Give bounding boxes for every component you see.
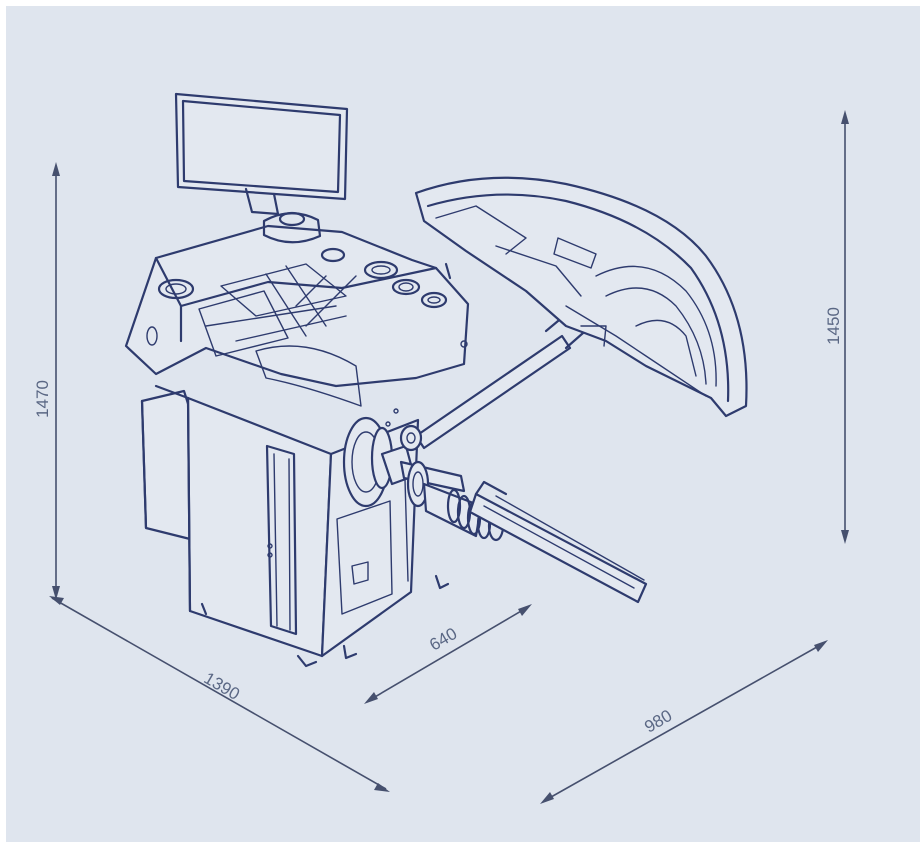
label-height-right: 1450 <box>824 307 843 345</box>
arrow-down-icon <box>841 530 849 544</box>
arrow-left-icon <box>540 792 554 804</box>
dim-line-depth <box>367 606 529 702</box>
arrow-right-icon <box>374 783 390 792</box>
wheel-balancer-machine <box>124 92 748 668</box>
arrow-up-icon <box>841 110 849 124</box>
monitor <box>174 92 349 216</box>
label-arm: 980 <box>641 706 675 737</box>
shaft-assembly <box>342 416 505 542</box>
arrow-up-icon <box>52 162 60 176</box>
side-cabinet <box>140 389 192 541</box>
arrow-left-icon <box>364 692 378 704</box>
wheel-balancer-diagram: 1470 1450 1390 640 980 <box>33 92 849 804</box>
dimension-labels: 1470 1450 1390 640 980 <box>33 307 843 736</box>
arrow-down-icon <box>52 586 60 600</box>
cup-left <box>157 278 195 300</box>
arrow-right-icon <box>518 604 532 616</box>
dim-line-length <box>51 597 387 790</box>
dimension-lines <box>49 110 849 804</box>
dim-line-arm <box>543 642 825 802</box>
distance-arm <box>468 480 648 604</box>
label-length: 1390 <box>201 669 243 704</box>
arrow-left-icon <box>49 596 64 605</box>
technical-drawing: 1470 1450 1390 640 980 <box>6 6 920 842</box>
arrow-right-icon <box>814 640 828 652</box>
wheel-guard-hood <box>414 176 748 418</box>
flange-disc <box>406 460 430 508</box>
top-tray <box>124 211 470 407</box>
label-height-left: 1470 <box>33 380 52 418</box>
